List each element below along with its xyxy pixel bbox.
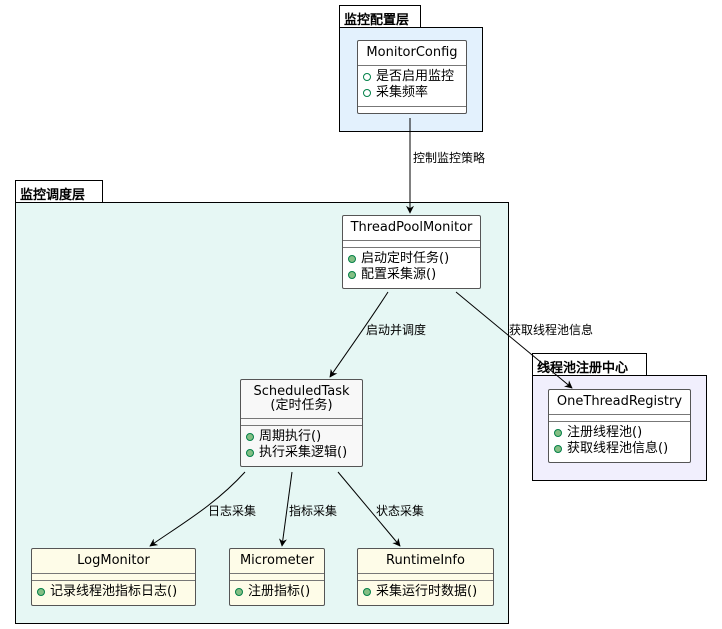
package-title-registry: 线程池注册中心: [537, 361, 629, 376]
method-item: 获取线程池信息(): [554, 441, 686, 457]
class-name: LogMonitor: [77, 553, 150, 568]
class-one-thread-registry[interactable]: OneThreadRegistry 注册线程池() 获取线程池信息(): [548, 389, 691, 463]
method-visibility-icon: [554, 429, 562, 437]
field-visibility-icon: [363, 73, 371, 81]
method-visibility-icon: [348, 255, 356, 263]
method-item: 执行采集逻辑(): [246, 445, 358, 461]
divider: [358, 65, 466, 66]
class-subtitle: (定时任务): [270, 398, 333, 413]
package-title-schedule: 监控调度层: [20, 188, 86, 203]
field-item: 是否启用监控: [363, 69, 462, 85]
method-item: 记录线程池指标日志(): [37, 584, 191, 600]
method-visibility-icon: [348, 271, 356, 279]
class-monitor-config[interactable]: MonitorConfig 是否启用监控 采集频率: [357, 40, 467, 114]
class-log-monitor[interactable]: LogMonitor 记录线程池指标日志(): [31, 548, 196, 606]
class-name: RuntimeInfo: [386, 553, 465, 568]
edge-label-task-to-micrometer: 指标采集: [289, 504, 338, 518]
divider: [549, 414, 690, 415]
method-item: 注册线程池(): [554, 425, 686, 441]
method-visibility-icon: [554, 445, 562, 453]
edge-label-monitor-to-task: 启动并调度: [366, 323, 427, 337]
package-tab-schedule: 监控调度层: [15, 180, 103, 204]
divider: [549, 421, 690, 422]
divider: [230, 580, 324, 581]
edge-label-task-to-log: 日志采集: [208, 504, 257, 518]
class-micrometer[interactable]: Micrometer 注册指标(): [229, 548, 325, 606]
divider: [32, 573, 195, 574]
field-item: 采集频率: [363, 85, 462, 101]
divider: [32, 580, 195, 581]
method-item: 采集运行时数据(): [363, 584, 489, 600]
method-visibility-icon: [235, 588, 243, 596]
class-name: ThreadPoolMonitor: [350, 220, 473, 235]
divider: [343, 240, 480, 241]
package-title-config: 监控配置层: [344, 13, 410, 28]
divider: [241, 425, 362, 426]
method-visibility-icon: [246, 433, 254, 441]
method-item: 注册指标(): [235, 584, 320, 600]
edge-label-task-to-runtime: 状态采集: [376, 504, 425, 518]
edge-label-monitor-to-registry: 获取线程池信息: [509, 323, 594, 337]
divider: [241, 418, 362, 419]
method-visibility-icon: [246, 449, 254, 457]
class-thread-pool-monitor[interactable]: ThreadPoolMonitor 启动定时任务() 配置采集源(): [342, 215, 481, 289]
method-item: 启动定时任务(): [348, 251, 476, 267]
method-visibility-icon: [363, 588, 371, 596]
divider: [343, 247, 480, 248]
divider: [358, 573, 493, 574]
class-name: ScheduledTask: [253, 384, 350, 399]
method-item: 周期执行(): [246, 429, 358, 445]
class-name: Micrometer: [239, 553, 315, 568]
package-tab-config: 监控配置层: [339, 5, 421, 29]
class-name: OneThreadRegistry: [556, 394, 683, 409]
package-tab-registry: 线程池注册中心: [532, 353, 647, 377]
method-visibility-icon: [37, 588, 45, 596]
field-visibility-icon: [363, 89, 371, 97]
class-scheduled-task[interactable]: ScheduledTask (定时任务) 周期执行() 执行采集逻辑(): [240, 379, 363, 467]
class-runtime-info[interactable]: RuntimeInfo 采集运行时数据(): [357, 548, 494, 606]
edge-label-config-to-monitor: 控制监控策略: [413, 151, 486, 165]
method-item: 配置采集源(): [348, 267, 476, 283]
divider: [358, 580, 493, 581]
divider: [358, 106, 466, 107]
divider: [230, 573, 324, 574]
class-name: MonitorConfig: [366, 45, 458, 60]
